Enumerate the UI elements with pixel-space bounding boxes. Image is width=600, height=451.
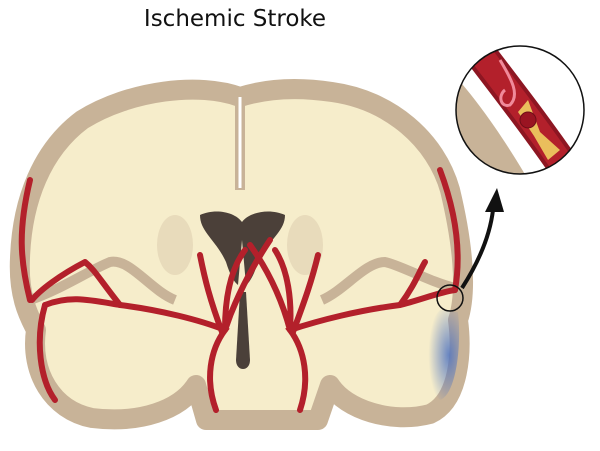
zoom-arrow: [460, 188, 504, 290]
ventricles: [200, 211, 285, 369]
blood-clot: [519, 111, 537, 129]
occlusion-site-marker: [436, 284, 464, 312]
diagram-title: Ischemic Stroke: [143, 6, 327, 32]
ischemic-region: [425, 310, 460, 400]
flow-arrow: [498, 59, 516, 107]
cerebral-arteries: [18, 167, 461, 413]
vessel-inset: [455, 45, 585, 175]
